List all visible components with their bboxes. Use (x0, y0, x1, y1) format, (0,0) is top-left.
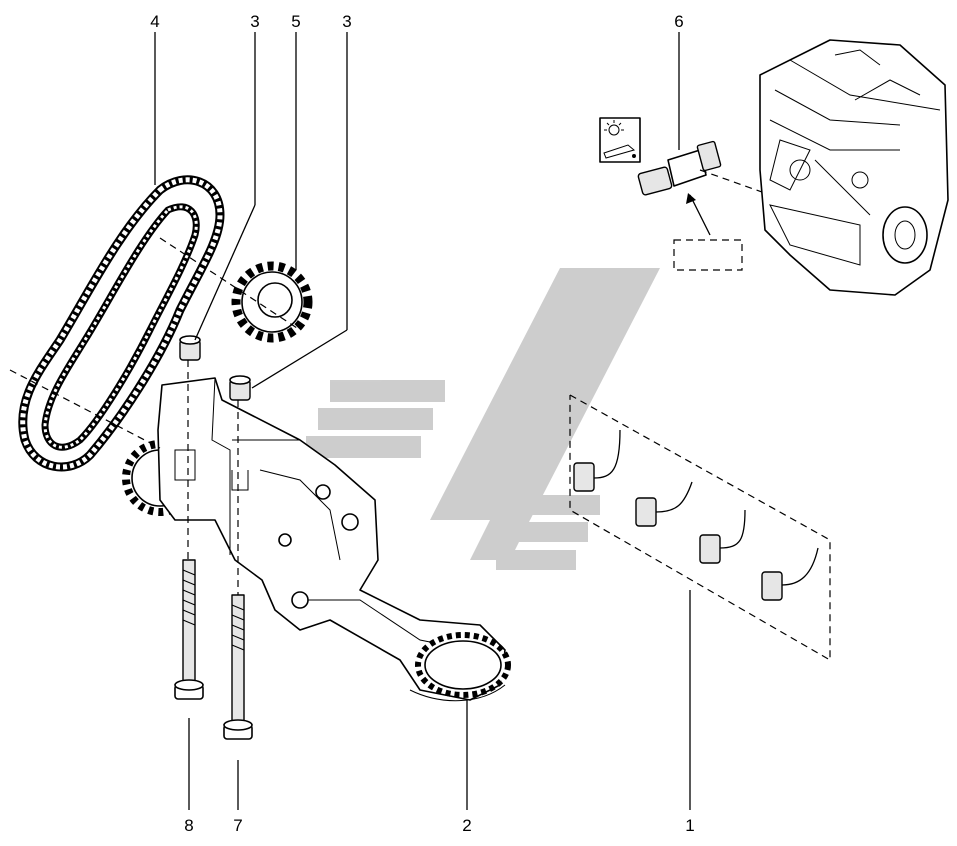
callout-8: 8 (184, 816, 193, 835)
bolt-long-8 (174, 559, 204, 700)
oil-jets-group (569, 394, 831, 662)
oil-pump-assembly (122, 377, 511, 702)
dowel-pin-right (229, 375, 251, 401)
callout-3-left: 3 (250, 12, 259, 31)
callout-7: 7 (233, 816, 242, 835)
timing-chain (18, 175, 225, 472)
engine-locator-view (759, 39, 949, 296)
callout-4: 4 (150, 12, 159, 31)
callout-3-right: 3 (342, 12, 351, 31)
oil-pressure-warning-icon (599, 117, 641, 163)
oil-jet-3 (699, 509, 746, 564)
callout-6: 6 (674, 12, 683, 31)
callout-5: 5 (291, 12, 300, 31)
dowel-pin-left (179, 335, 201, 361)
oil-pressure-switch (637, 140, 856, 271)
bolt-long-7 (223, 594, 253, 740)
oil-jet-4 (761, 547, 819, 601)
oil-jet-1 (573, 429, 621, 492)
callout-1: 1 (685, 816, 694, 835)
callout-2: 2 (462, 816, 471, 835)
oil-jet-2 (635, 481, 693, 527)
pump-sprocket (159, 237, 313, 343)
watermark-logo (306, 268, 660, 570)
